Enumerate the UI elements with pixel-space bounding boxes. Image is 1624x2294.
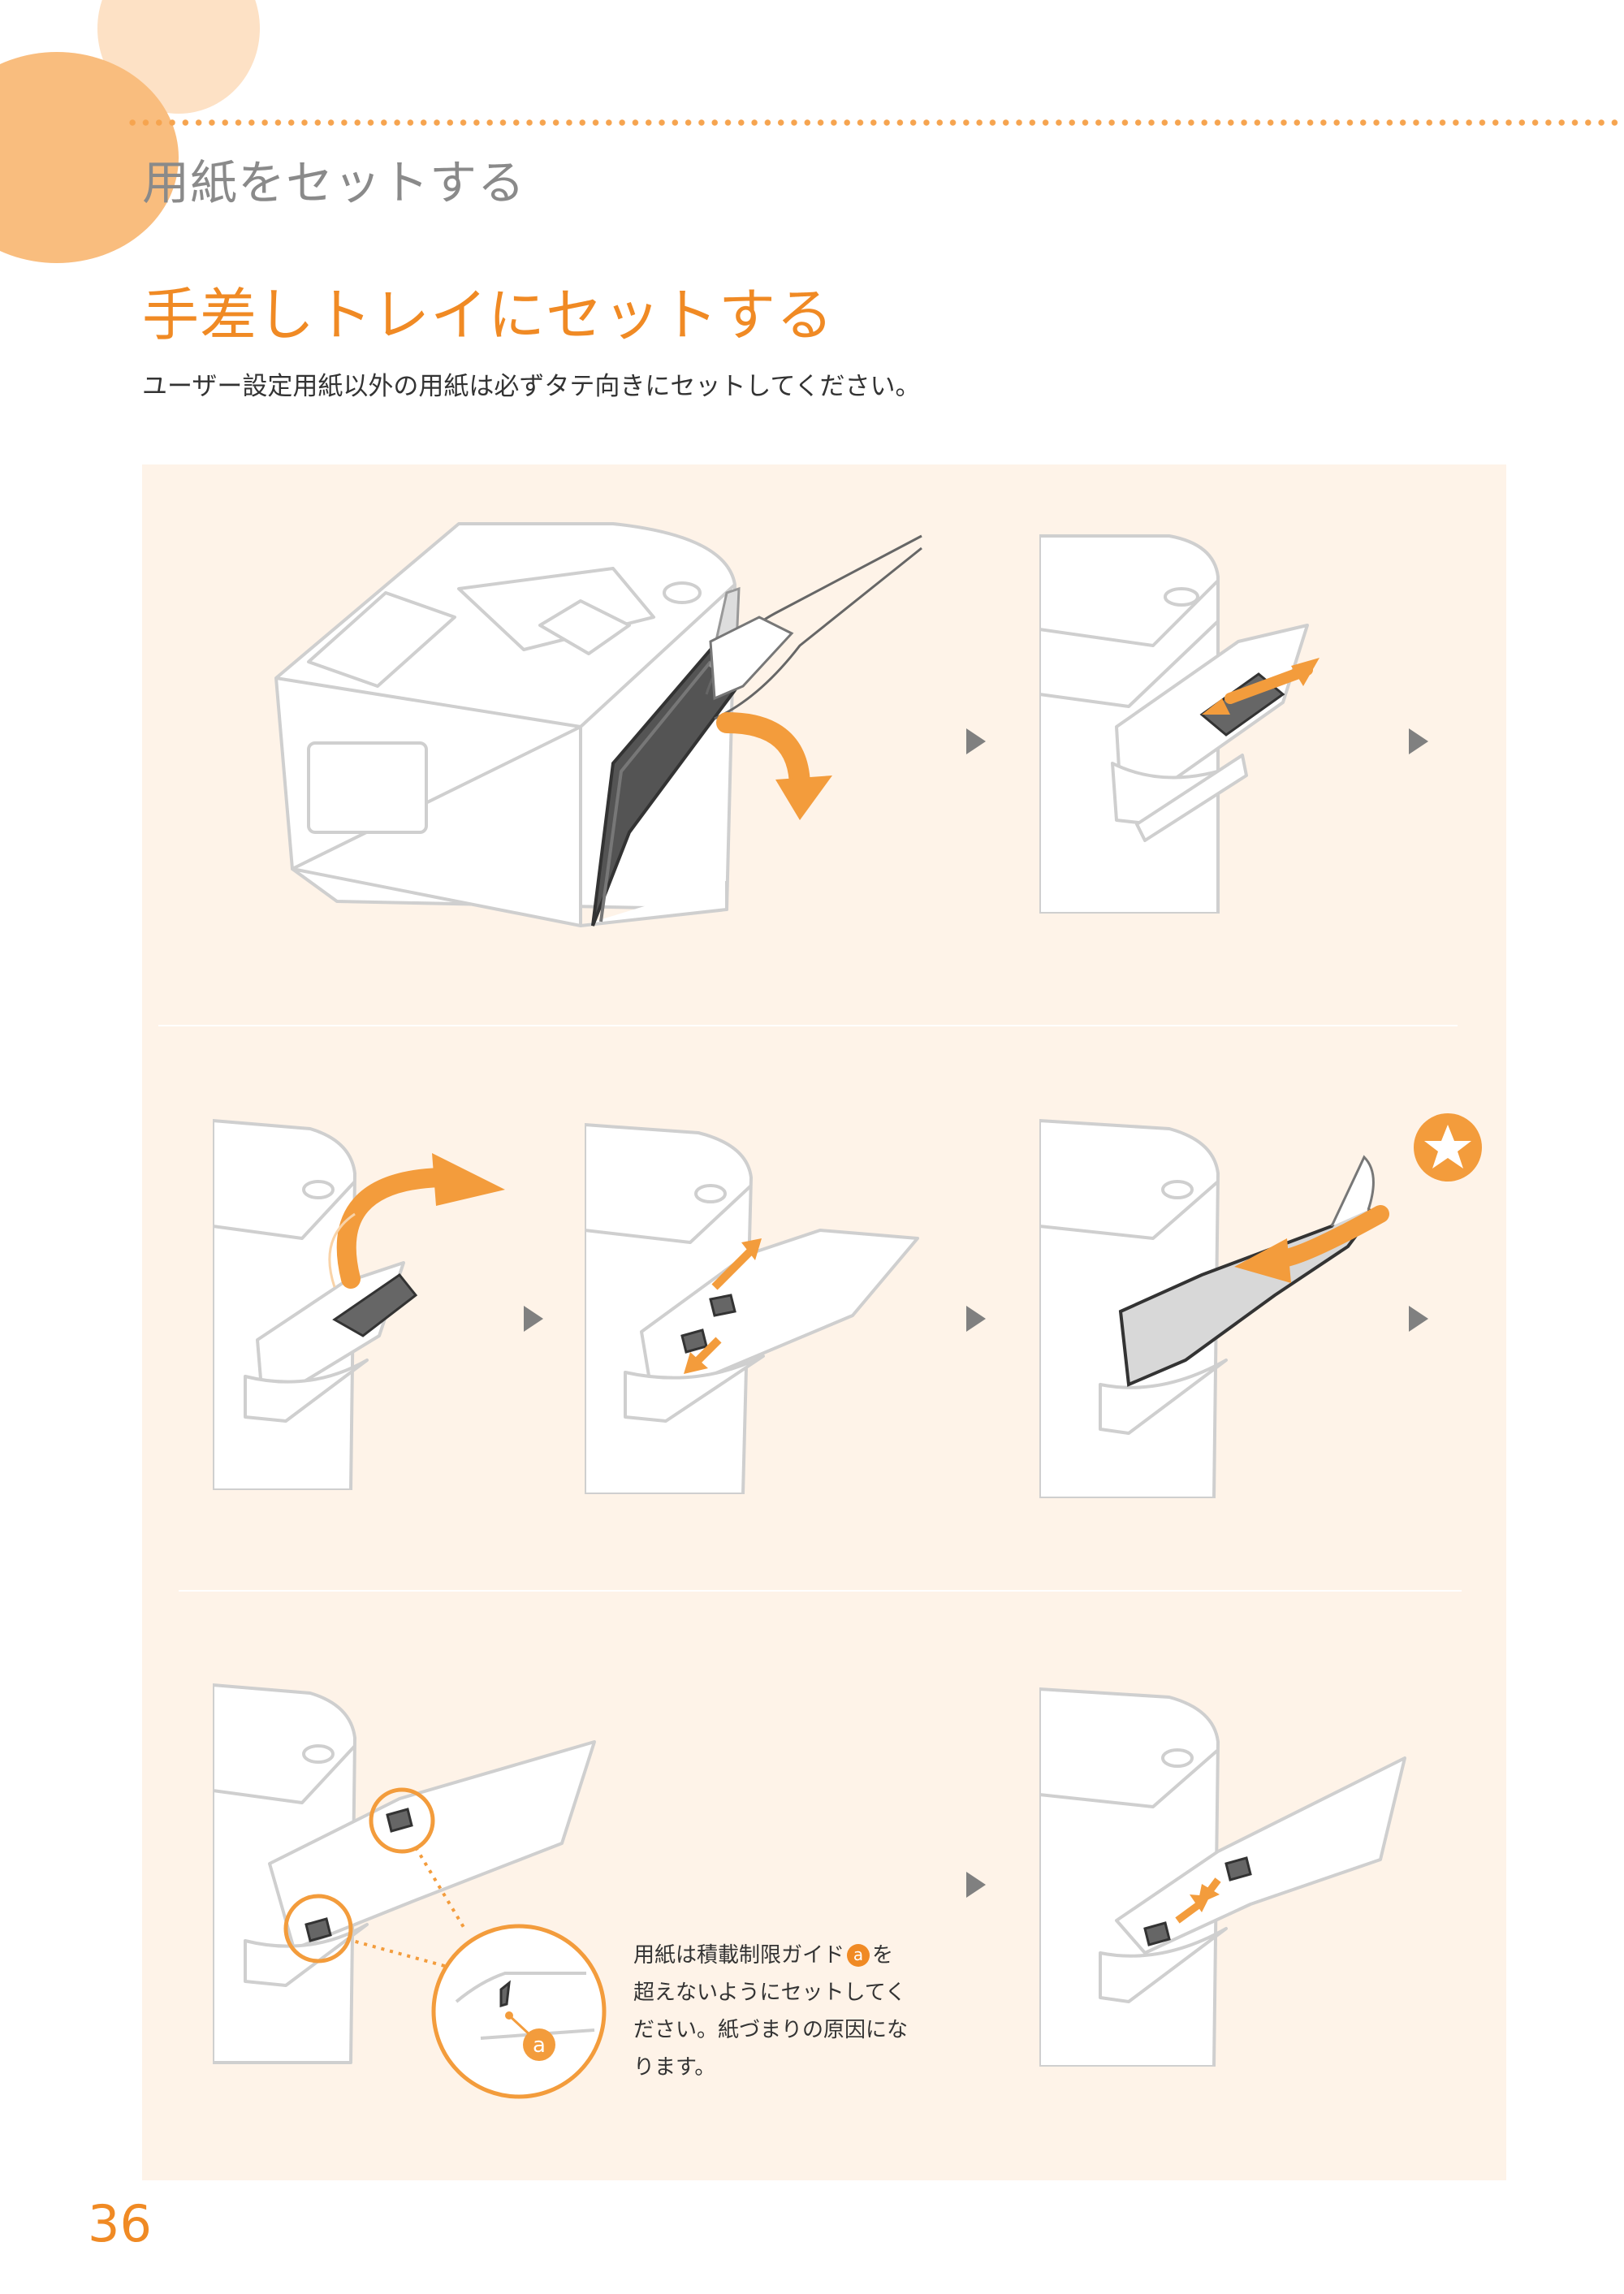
- next-step-arrow: [966, 1306, 986, 1332]
- next-step-arrow: [966, 728, 986, 754]
- note-text-start: 用紙は積載制限ガイド: [633, 1943, 845, 1968]
- row-divider: [179, 1590, 1462, 1592]
- load-limit-guide-illustration: a: [213, 1681, 619, 2111]
- star-icon: [1414, 1113, 1482, 1182]
- limit-guide-badge: a: [847, 1944, 870, 1967]
- next-step-arrow: [966, 1872, 986, 1898]
- page-heading: 手差しトレイにセットする: [142, 282, 834, 348]
- page-number: 36: [88, 2194, 152, 2253]
- callout-label: a: [533, 2033, 546, 2058]
- tray-extension-illustration: [1039, 532, 1332, 914]
- dotted-rule: [126, 119, 1624, 126]
- align-guides-illustration: [1039, 1685, 1413, 2067]
- printer-open-cover-illustration: [272, 512, 938, 966]
- row-divider: [158, 1025, 1458, 1026]
- next-step-arrow: [1409, 1306, 1428, 1332]
- tray-flip-illustration: [213, 1117, 521, 1490]
- note-text-after-badge: を: [872, 1943, 894, 1968]
- next-step-arrow: [1409, 728, 1428, 754]
- load-paper-illustration: [1039, 1117, 1397, 1498]
- intro-text: ユーザー設定用紙以外の用紙は必ずタテ向きにセットしてください。: [142, 372, 921, 401]
- note-text-rest: 超えないようにセットしてください。紙づまりの原因になります。: [633, 1981, 909, 2080]
- paper-guide-illustration: [585, 1121, 926, 1494]
- next-step-arrow: [524, 1306, 543, 1332]
- section-title: 用紙をセットする: [142, 155, 526, 210]
